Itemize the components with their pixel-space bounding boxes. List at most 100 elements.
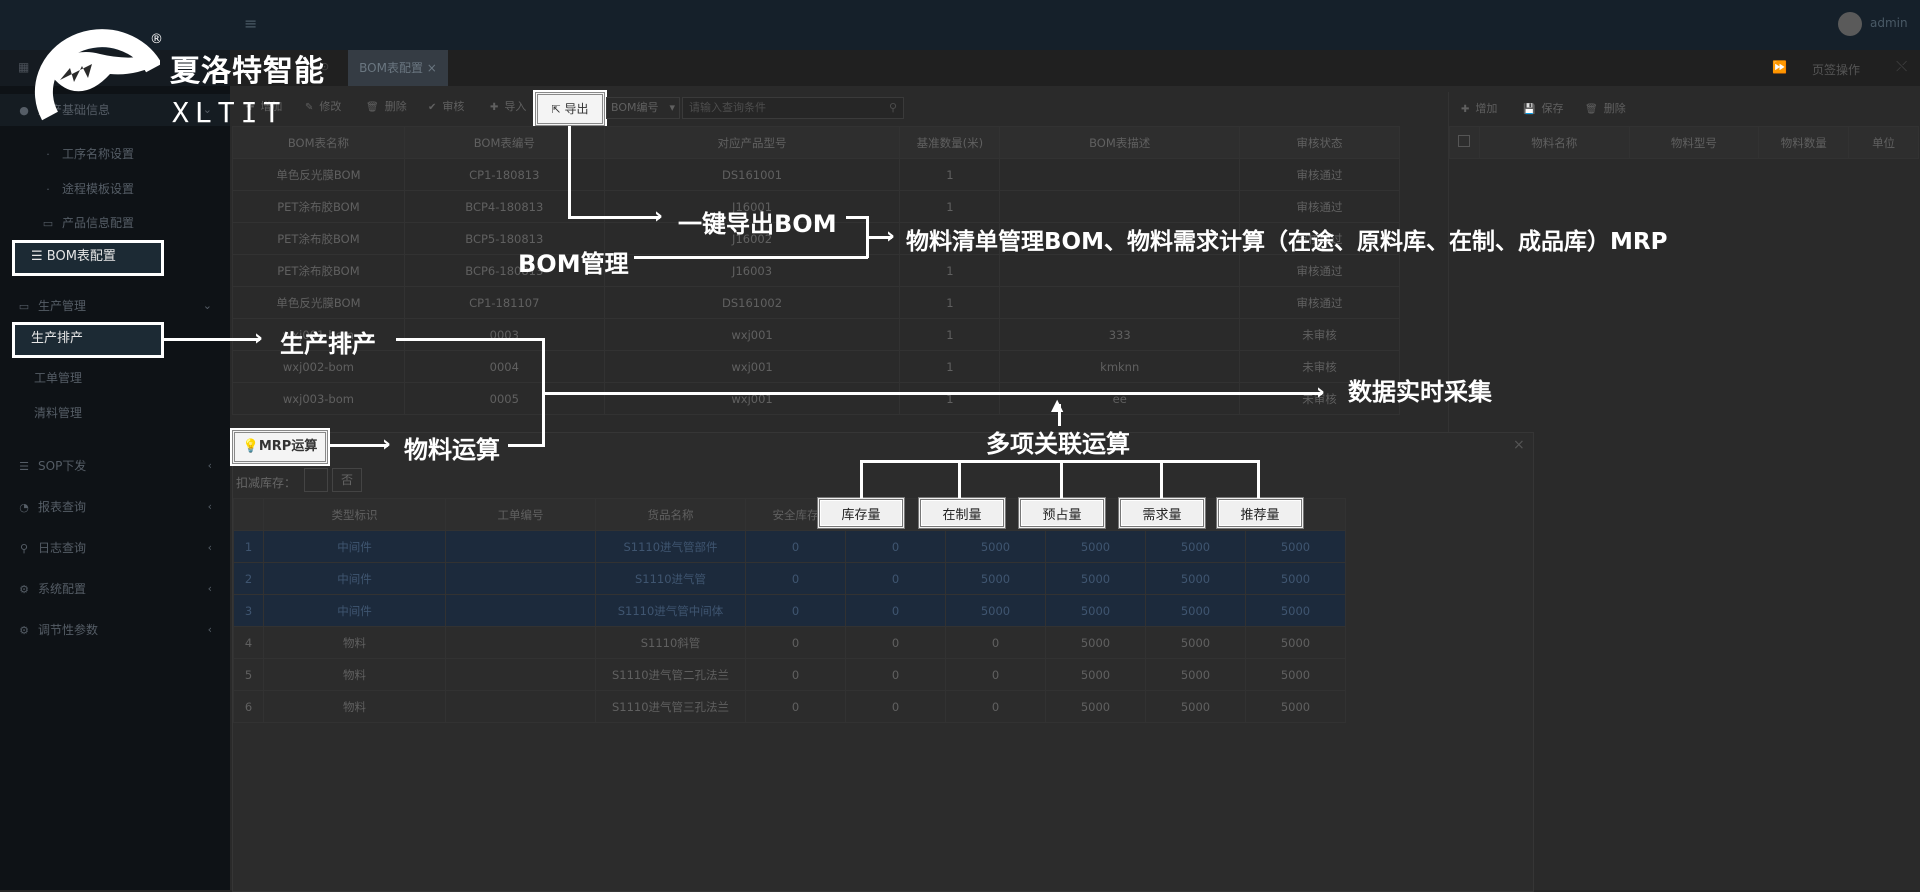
search-input[interactable]: 请输入查询条件 ⚲ [682, 97, 904, 119]
detail-add-button[interactable]: ✚增加 [1461, 102, 1498, 115]
page-ops-button[interactable]: 页签操作 [1812, 63, 1861, 77]
sidebar-item-production[interactable]: ▭生产管理⌄ [0, 290, 230, 322]
col-header[interactable]: 工单编号 [445, 498, 596, 531]
sidebar-item-route-template[interactable]: ·途程模板设置 [0, 173, 270, 205]
col-header[interactable]: 对应产品型号 [603, 126, 901, 159]
col-header[interactable]: BOM表名称 [232, 126, 405, 159]
plus-icon: ✚ [246, 102, 255, 113]
tab-close-icon[interactable]: × [426, 61, 437, 75]
dialog-close-icon[interactable]: × [1513, 437, 1525, 453]
deduct-stock-label: 扣减库存： [236, 476, 297, 490]
deduct-stock-select[interactable] [304, 468, 328, 492]
sidebar-item-scheduling[interactable]: 生产排产 [12, 322, 164, 358]
sidebar-item-bom-config[interactable]: ☰ BOM表配置 [12, 240, 164, 276]
sidebar-item-report[interactable]: ◔报表查询‹ [0, 491, 230, 523]
user-name[interactable]: admin [1870, 16, 1908, 30]
connector-line [396, 338, 544, 341]
col-header[interactable]: 物料型号 [1628, 126, 1760, 159]
connector-line [568, 216, 660, 219]
field-select[interactable]: BOM编号 ▾ [606, 97, 680, 119]
col-header[interactable]: BOM表编号 [403, 126, 605, 159]
select-all-checkbox[interactable] [1449, 126, 1480, 159]
mrp-toolbar: 扣减库存： 否 [232, 464, 1532, 500]
sidebar-item-log[interactable]: ⚲日志查询‹ [0, 532, 230, 564]
trash-icon: 🗑 [1585, 104, 1598, 115]
col-header[interactable]: 单位 [1848, 126, 1919, 159]
col-header-wip[interactable]: 在制量 [918, 497, 1006, 529]
sidebar: ▦ ●生产基础信息⌄ ·工序名称设置 ·途程模板设置 ▭产品信息配置 ▭生产管理… [0, 50, 230, 890]
list-icon: ☰ [31, 249, 43, 264]
connector-line [508, 444, 545, 447]
col-header[interactable]: BOM表描述 [999, 126, 1241, 159]
logo-emblem [34, 29, 162, 121]
hamburger-icon[interactable]: ≡ [244, 14, 258, 33]
connector-line [1060, 460, 1063, 498]
arrow-right-icon: › [654, 204, 664, 229]
sidebar-item-system[interactable]: ⚙系统配置‹ [0, 573, 230, 605]
col-header-recommend[interactable]: 推荐量 [1216, 497, 1304, 529]
sidebar-item-sop[interactable]: ☰SOP下发‹ [0, 450, 230, 482]
connector-line [958, 460, 961, 498]
col-header-demand[interactable]: 需求量 [1118, 497, 1206, 529]
sidebar-item-clear-material[interactable]: 清料管理 [34, 406, 83, 420]
edit-button[interactable]: ✎修改 [305, 100, 342, 113]
col-header[interactable]: 基准数量(米) [899, 126, 1001, 159]
annotation-export-bom: 一键导出BOM [678, 210, 837, 238]
sidebar-item-params[interactable]: ⚙调节性参数‹ [0, 614, 230, 646]
col-header-reserved[interactable]: 预占量 [1018, 497, 1106, 529]
plus-icon: ✚ [1461, 104, 1470, 115]
search-icon: ⚲ [19, 542, 29, 555]
mrp-calc-button[interactable]: 💡MRP运算 [232, 430, 328, 464]
grid-icon[interactable]: ▦ [18, 60, 30, 74]
material-table: 物料名称 物料型号 物料数量 单位 [1449, 126, 1919, 159]
trash-icon: 🗑 [366, 102, 379, 113]
tab-strip: ⊙ BOM表配置 × ⏩ 页签操作 ⤬ [230, 50, 1920, 86]
sidebar-item-product-info[interactable]: ▭产品信息配置 [0, 207, 270, 239]
close-all-icon[interactable]: ⤬ [1896, 59, 1908, 75]
sidebar-item-process-name[interactable]: ·工序名称设置 [0, 138, 270, 170]
detail-save-button[interactable]: 💾保存 [1523, 102, 1564, 115]
col-header[interactable]: 物料数量 [1758, 126, 1850, 159]
col-header[interactable]: 物料名称 [1478, 126, 1630, 159]
tab-bom-config[interactable]: BOM表配置 × [348, 50, 448, 86]
export-button[interactable]: ⇱ 导出 [535, 92, 605, 126]
audit-button[interactable]: ✔审核 [428, 100, 465, 113]
col-header[interactable]: 类型标识 [263, 498, 446, 531]
col-header[interactable]: 货品名称 [595, 498, 746, 531]
annotation-realtime: 数据实时采集 [1348, 378, 1492, 406]
sidebar-item-work-order[interactable]: 工单管理 [34, 371, 83, 385]
monitor-icon: ▭ [18, 300, 30, 313]
annotation-schedule: 生产排产 [280, 330, 376, 358]
col-header-stock[interactable]: 库存量 [817, 497, 905, 529]
connector-line [1160, 460, 1163, 498]
col-header[interactable]: 审核状态 [1239, 126, 1400, 159]
delete-button[interactable]: 🗑删除 [366, 100, 407, 113]
import-button[interactable]: ✚导入 [490, 100, 527, 113]
add-button[interactable]: ✚增加 [246, 100, 283, 113]
arrow-right-icon: › [1316, 380, 1326, 405]
export-icon: ⇱ [551, 103, 561, 116]
arrow-right-icon: › [254, 326, 264, 351]
dot-icon: · [46, 148, 50, 161]
deduct-stock-no-button[interactable]: 否 [332, 468, 362, 492]
search-icon[interactable]: ⚲ [888, 101, 897, 114]
annotation-bom-manage: BOM管理 [518, 250, 629, 278]
right-panel: ✚增加 💾保存 🗑删除 物料名称 物料型号 物料数量 单位 [1448, 92, 1920, 432]
detail-delete-button[interactable]: 🗑删除 [1585, 102, 1626, 115]
tab-back-icon[interactable]: ⊙ [320, 60, 330, 73]
tab-forward-icon[interactable]: ⏩ [1772, 60, 1787, 74]
avatar[interactable] [1838, 12, 1862, 36]
